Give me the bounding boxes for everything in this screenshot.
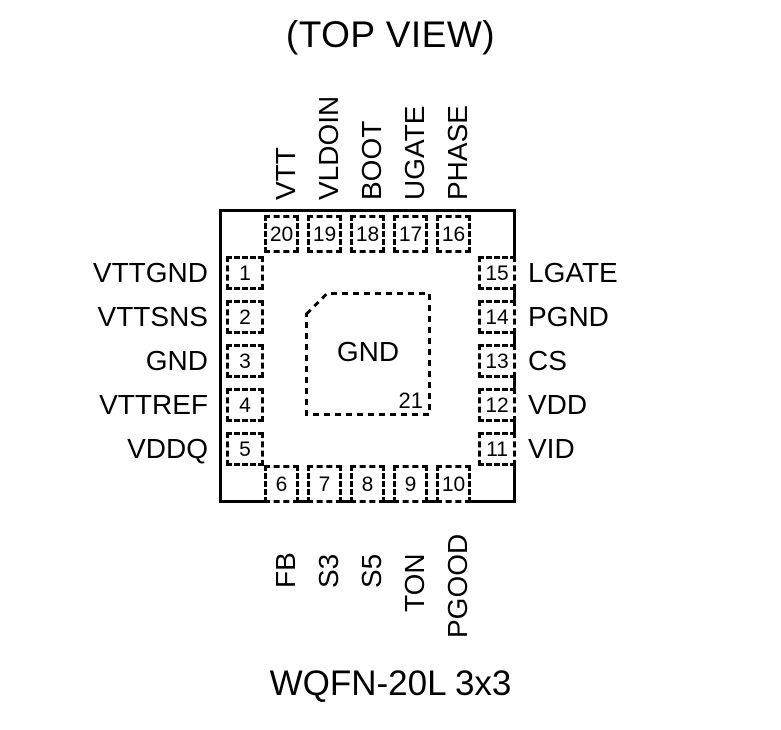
pad-pin-12[interactable]: 12 [478,388,516,422]
pin-label-boot: BOOT [356,120,387,200]
pin-label-vid: VID [528,433,575,464]
pad-pin-2[interactable]: 2 [226,300,264,334]
pad-pin-17[interactable]: 17 [393,215,428,253]
pad-pin-6[interactable]: 6 [264,465,299,503]
pad-pin-11[interactable]: 11 [478,432,516,466]
pin-label-vttgnd: VTTGND [92,257,208,288]
pin-label-vdd: VDD [528,389,588,420]
pad-pin-19[interactable]: 19 [307,215,342,253]
pad-pin-4[interactable]: 4 [226,388,264,422]
pin-label-vldoin: VLDOIN [313,95,344,200]
pin-label-vttref: VTTREF [99,389,208,420]
pad-pin-1[interactable]: 1 [226,256,264,290]
pad-pin-10[interactable]: 10 [436,465,471,503]
pin-label-phase: PHASE [442,105,473,200]
pin-label-fb: FB [270,552,301,588]
pin-label-cs: CS [528,345,567,376]
pin-label-vddq: VDDQ [127,433,208,464]
pin-label-ugate: UGATE [399,105,430,200]
pin-label-lgate: LGATE [528,257,618,288]
pin-label-s3: S3 [313,553,344,588]
pin-label-pgood: PGOOD [442,533,473,638]
pad-pin-20[interactable]: 20 [264,215,299,253]
pin-label-s5: S5 [356,553,387,588]
pad-pin-16[interactable]: 16 [436,215,471,253]
pad-pin-14[interactable]: 14 [478,300,516,334]
pad-pin-8[interactable]: 8 [350,465,385,503]
thermal-pad: GND 21 [305,292,431,416]
package-name-footer: WQFN-20L 3x3 [269,664,512,703]
pad-pin-7[interactable]: 7 [307,465,342,503]
pad-pin-18[interactable]: 18 [350,215,385,253]
thermal-pad-label: GND [336,336,400,367]
pin-label-ton: TON [399,553,430,612]
pad-pin-9[interactable]: 9 [393,465,428,503]
pin-label-pgnd: PGND [528,301,609,332]
pad-pin-3[interactable]: 3 [226,344,264,378]
page-title: (TOP VIEW) [285,14,496,55]
pin-label-vttsns: VTTSNS [97,301,208,332]
pad-pin-13[interactable]: 13 [478,344,516,378]
pin-label-vtt: VTT [270,147,301,200]
pin-label-gnd: GND [145,345,208,376]
thermal-pad-number: 21 [398,388,423,413]
pad-pin-5[interactable]: 5 [226,432,264,466]
pad-pin-15[interactable]: 15 [478,256,516,290]
